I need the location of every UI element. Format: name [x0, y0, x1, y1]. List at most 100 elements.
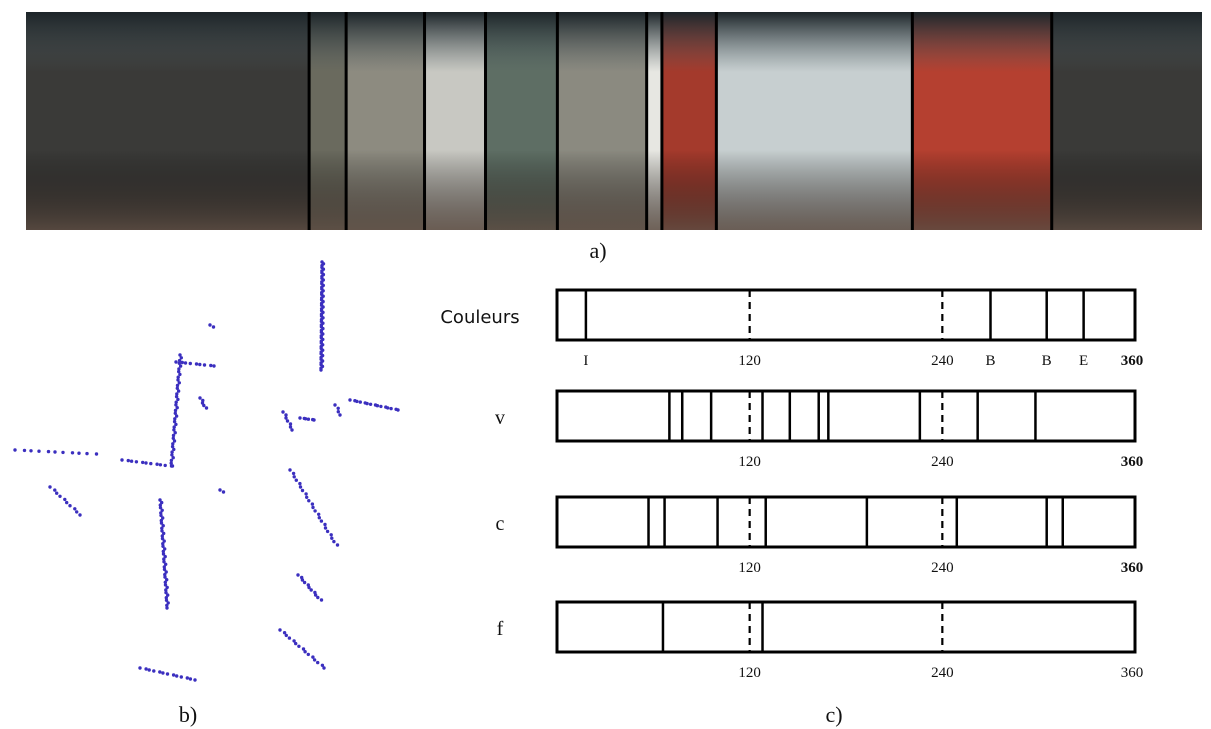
scan-point [161, 542, 165, 546]
scan-point [396, 408, 400, 412]
scan-point [303, 650, 307, 654]
scan-point [386, 406, 390, 410]
scan-point [85, 451, 89, 456]
scan-point [325, 529, 330, 534]
strip-tick-label: I [583, 353, 588, 369]
strip-frame [555, 288, 1137, 342]
scan-point [198, 362, 202, 367]
scan-point [221, 490, 226, 494]
scan-point [158, 503, 162, 507]
scan-point [311, 655, 315, 659]
scan-point [287, 636, 292, 640]
scan-point [160, 536, 165, 541]
scan-point [317, 512, 321, 516]
scan-point [120, 458, 124, 462]
strip-label: f [497, 618, 504, 640]
scan-point [75, 510, 79, 514]
scan-point [162, 539, 166, 543]
scan-point [306, 417, 311, 421]
scan-point [179, 356, 183, 360]
strip-label: Couleurs [440, 307, 519, 328]
scan-point [312, 658, 317, 662]
scan-point [177, 367, 181, 371]
scan-point [174, 414, 179, 418]
scan-point [147, 668, 151, 672]
scan-point [165, 672, 170, 676]
scan-point [292, 639, 296, 643]
scan-point [294, 478, 298, 482]
scan-point [70, 451, 75, 455]
scan-point [138, 666, 142, 670]
scan-point [171, 442, 175, 446]
scan-point [304, 492, 308, 496]
scan-point [288, 422, 293, 426]
scan-point [160, 500, 164, 505]
scan-point [188, 677, 193, 681]
scan-point [284, 416, 288, 420]
scan-point [329, 533, 333, 537]
scan-point [301, 647, 306, 651]
scan-point [170, 453, 174, 457]
scan-point [13, 448, 17, 452]
scan-point [303, 417, 308, 421]
scan-point [164, 588, 168, 592]
scan-point [172, 419, 177, 424]
strip-label: c [496, 513, 505, 535]
scan-point [336, 406, 340, 410]
scan-point [389, 406, 393, 411]
strip-tick-label: 360 [1121, 353, 1144, 369]
scan-point [78, 513, 82, 517]
scan-point [316, 660, 320, 665]
scan-point [284, 633, 288, 638]
scan-point [296, 573, 300, 577]
scan-point [298, 485, 303, 489]
scan-point [165, 603, 169, 608]
scan-point [202, 363, 207, 367]
scan-point [306, 652, 310, 657]
scan-point [316, 595, 320, 600]
scan-point [158, 498, 162, 502]
scan-point [159, 511, 163, 515]
scan-point [174, 394, 179, 399]
scan-point [209, 363, 213, 368]
scan-point [55, 491, 59, 495]
scan-point [178, 364, 183, 368]
scan-point [134, 460, 139, 464]
strip-tick-label: 240 [931, 560, 954, 576]
scan-point [164, 570, 168, 574]
scan-point [175, 386, 179, 390]
scan-point [158, 463, 163, 467]
scan-point [335, 543, 340, 547]
scan-point [211, 325, 216, 329]
scan-point [313, 509, 317, 513]
scan-point [330, 536, 334, 540]
strip-frame [555, 495, 1137, 549]
scan-point [61, 450, 65, 455]
scan-point [166, 601, 170, 605]
scan-point [174, 400, 178, 404]
scan-point [180, 360, 184, 365]
scan-point [48, 485, 52, 489]
scan-point [175, 406, 179, 410]
scan-point [175, 383, 180, 388]
scan-point [58, 494, 62, 498]
scan-point [212, 364, 216, 368]
scan-point [365, 401, 369, 406]
scan-point [294, 641, 298, 646]
scan-point [174, 422, 178, 427]
scan-point [163, 575, 167, 579]
scan-point [172, 439, 177, 443]
scan-point [179, 675, 183, 679]
scan-point [29, 449, 33, 453]
scan-point [173, 411, 177, 415]
scan-point [53, 450, 57, 454]
scan-point [126, 458, 130, 463]
scan-point [323, 526, 328, 530]
scan-point [201, 398, 205, 403]
scan-point [285, 419, 290, 423]
scan-point [169, 458, 174, 463]
